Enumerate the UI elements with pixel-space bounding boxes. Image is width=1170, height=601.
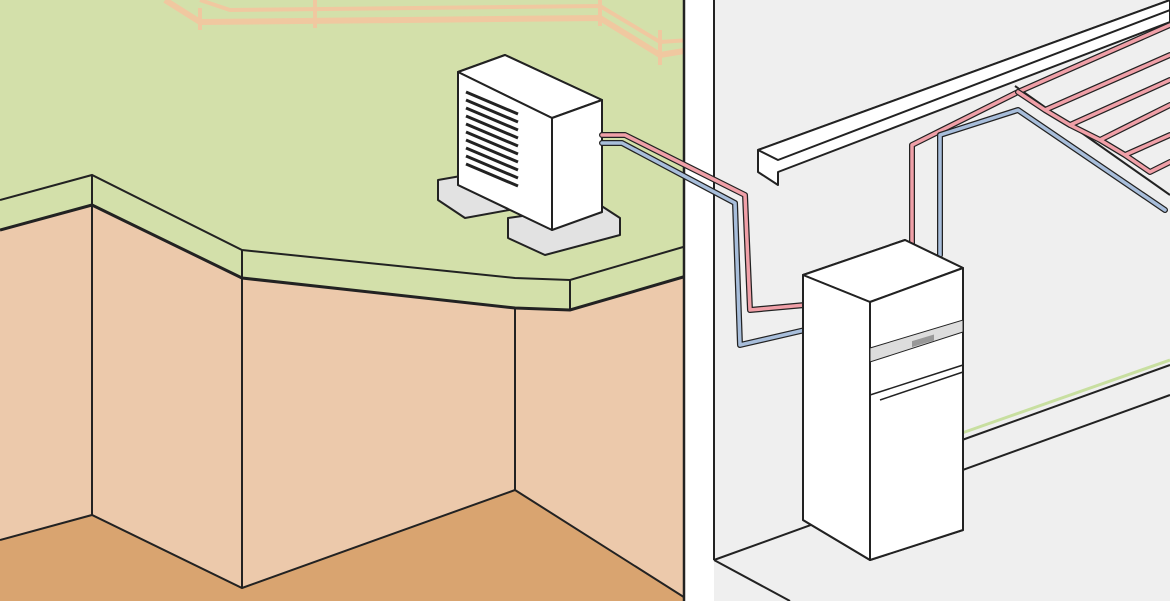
heat-pump-outdoor-unit-icon xyxy=(437,54,621,256)
ground-outlines xyxy=(0,173,691,601)
garden-fence xyxy=(163,0,691,65)
fan-grille xyxy=(465,90,519,188)
refrigerant-piping xyxy=(599,22,1170,348)
wall-exterior-face xyxy=(684,0,714,601)
outdoor-area xyxy=(0,0,691,601)
soil-floor xyxy=(0,490,690,601)
indoor-tower-unit-icon xyxy=(802,239,964,561)
lawn-edge xyxy=(0,175,690,310)
